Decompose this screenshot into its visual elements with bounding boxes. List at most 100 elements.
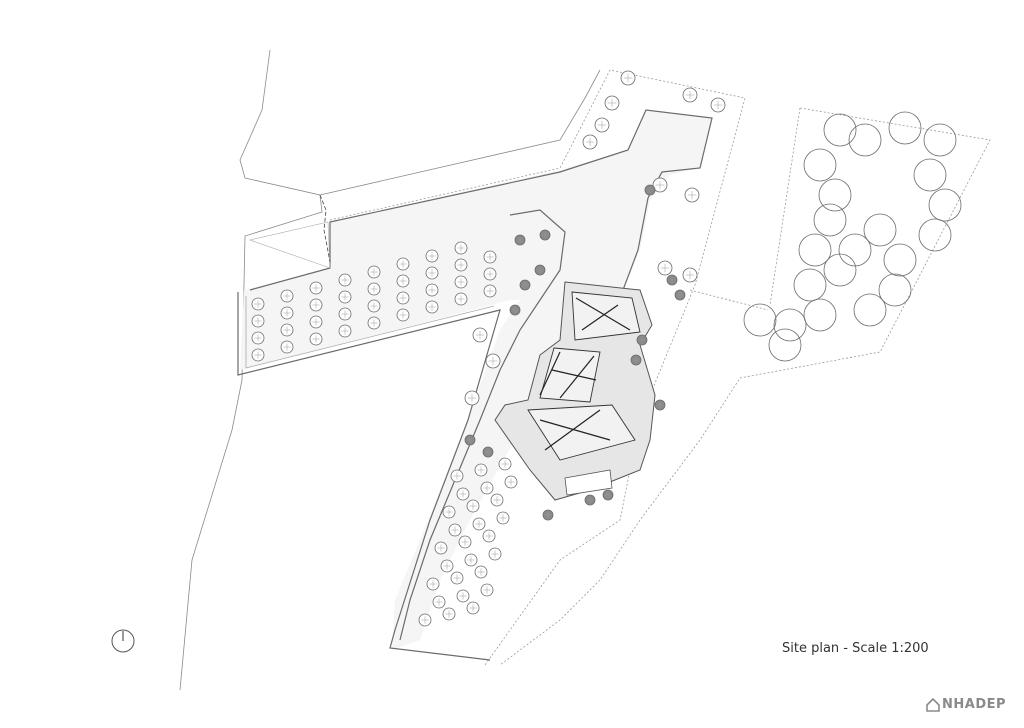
tree-canopy <box>823 253 857 287</box>
tree-symbol-detail <box>437 544 445 552</box>
tree-symbol-detail <box>647 187 653 193</box>
site-plan-caption: Site plan - Scale 1:200 <box>782 641 929 656</box>
tree-symbol-detail <box>542 232 548 238</box>
tree-symbol-detail <box>453 472 461 480</box>
tree-symbol-detail <box>370 319 378 327</box>
north-arrow-icon <box>111 629 135 653</box>
tree-symbol-detail <box>623 73 633 83</box>
tree-symbol-detail <box>499 514 507 522</box>
tree-symbol-detail <box>469 604 477 612</box>
terrace-paving <box>237 109 713 661</box>
tree-symbol-detail <box>467 437 473 443</box>
tree-symbol-detail <box>605 492 611 498</box>
tree-symbol-detail <box>475 330 485 340</box>
tree-symbol-detail <box>537 267 543 273</box>
tree-symbol-detail <box>283 292 291 300</box>
tree-symbol-detail <box>428 303 436 311</box>
tree-symbol-detail <box>488 356 498 366</box>
tree-symbol-detail <box>633 357 639 363</box>
tree-symbol-detail <box>669 277 675 283</box>
tree-canopy <box>838 233 872 267</box>
house-icon <box>926 697 940 712</box>
tree-symbol-detail <box>399 277 407 285</box>
tree-symbol-detail <box>421 616 429 624</box>
tree-symbol-detail <box>522 282 528 288</box>
tree-symbol-detail <box>429 580 437 588</box>
tree-symbol-detail <box>341 310 349 318</box>
tree-symbol-detail <box>428 252 436 260</box>
tree-symbol-detail <box>457 278 465 286</box>
tree-symbol-detail <box>312 335 320 343</box>
tree-canopy <box>918 218 952 252</box>
tree-symbol-detail <box>512 307 518 313</box>
tree-symbol-detail <box>585 137 595 147</box>
tree-symbol-detail <box>486 270 494 278</box>
tree-symbol-detail <box>486 287 494 295</box>
tree-symbol-detail <box>687 190 697 200</box>
tree-canopy <box>883 243 917 277</box>
tree-symbol-detail <box>607 98 617 108</box>
tree-canopy <box>878 273 912 307</box>
tree-symbol-detail <box>477 466 485 474</box>
tree-canopy <box>818 178 852 212</box>
tree-symbol-detail <box>370 268 378 276</box>
tree-symbol-detail <box>545 512 551 518</box>
tree-symbol-detail <box>467 393 477 403</box>
tree-canopy <box>848 123 882 157</box>
tree-symbol-detail <box>685 270 695 280</box>
tree-symbol-detail <box>491 550 499 558</box>
tree-canopy <box>768 328 802 362</box>
tree-canopy <box>888 111 922 145</box>
tree-symbol-detail <box>517 237 523 243</box>
tree-symbol-detail <box>483 586 491 594</box>
tree-symbol-detail <box>283 326 291 334</box>
tree-symbol-detail <box>453 574 461 582</box>
tree-symbol-detail <box>254 334 262 342</box>
tree-canopy <box>803 298 837 332</box>
tree-symbol-detail <box>459 490 467 498</box>
tree-symbol-detail <box>370 302 378 310</box>
tree-symbol-detail <box>507 478 515 486</box>
tree-symbol-detail <box>713 100 723 110</box>
tree-symbol-detail <box>485 532 493 540</box>
tree-symbol-detail <box>655 180 665 190</box>
tree-symbol-detail <box>312 318 320 326</box>
tree-symbol-detail <box>254 317 262 325</box>
tree-symbol-detail <box>657 402 663 408</box>
tree-symbol-detail <box>475 520 483 528</box>
property-line <box>329 69 991 666</box>
tree-canopy <box>863 213 897 247</box>
tree-symbol-detail <box>254 351 262 359</box>
tree-symbol-detail <box>445 508 453 516</box>
tree-canopy <box>913 158 947 192</box>
tree-symbol-detail <box>443 562 451 570</box>
tree-symbol-detail <box>485 449 491 455</box>
tree-canopy <box>793 268 827 302</box>
tree-symbol-detail <box>457 244 465 252</box>
tree-symbol-detail <box>312 284 320 292</box>
tree-symbol-detail <box>639 337 645 343</box>
tree-symbol-detail <box>312 301 320 309</box>
shrub-clusters <box>464 184 686 521</box>
tree-symbol-detail <box>477 568 485 576</box>
tree-canopy <box>773 308 807 342</box>
tree-symbol-detail <box>685 90 695 100</box>
tree-canopy <box>923 123 957 157</box>
tree-symbol-detail <box>370 285 378 293</box>
watermark-logo: NHADEP <box>926 697 1006 712</box>
tree-symbol-detail <box>428 286 436 294</box>
tree-symbol-detail <box>486 253 494 261</box>
tree-canopy <box>743 303 777 337</box>
tree-symbol-detail <box>428 269 436 277</box>
tree-canopy <box>928 188 962 222</box>
tree-canopy <box>853 293 887 327</box>
tree-symbol-detail <box>399 294 407 302</box>
tree-canopy <box>813 203 847 237</box>
tree-symbol-detail <box>341 293 349 301</box>
tree-symbol-detail <box>459 592 467 600</box>
tree-symbol-detail <box>283 343 291 351</box>
tree-canopy <box>803 148 837 182</box>
tree-symbol-detail <box>493 496 501 504</box>
orchard-trees <box>251 70 726 627</box>
